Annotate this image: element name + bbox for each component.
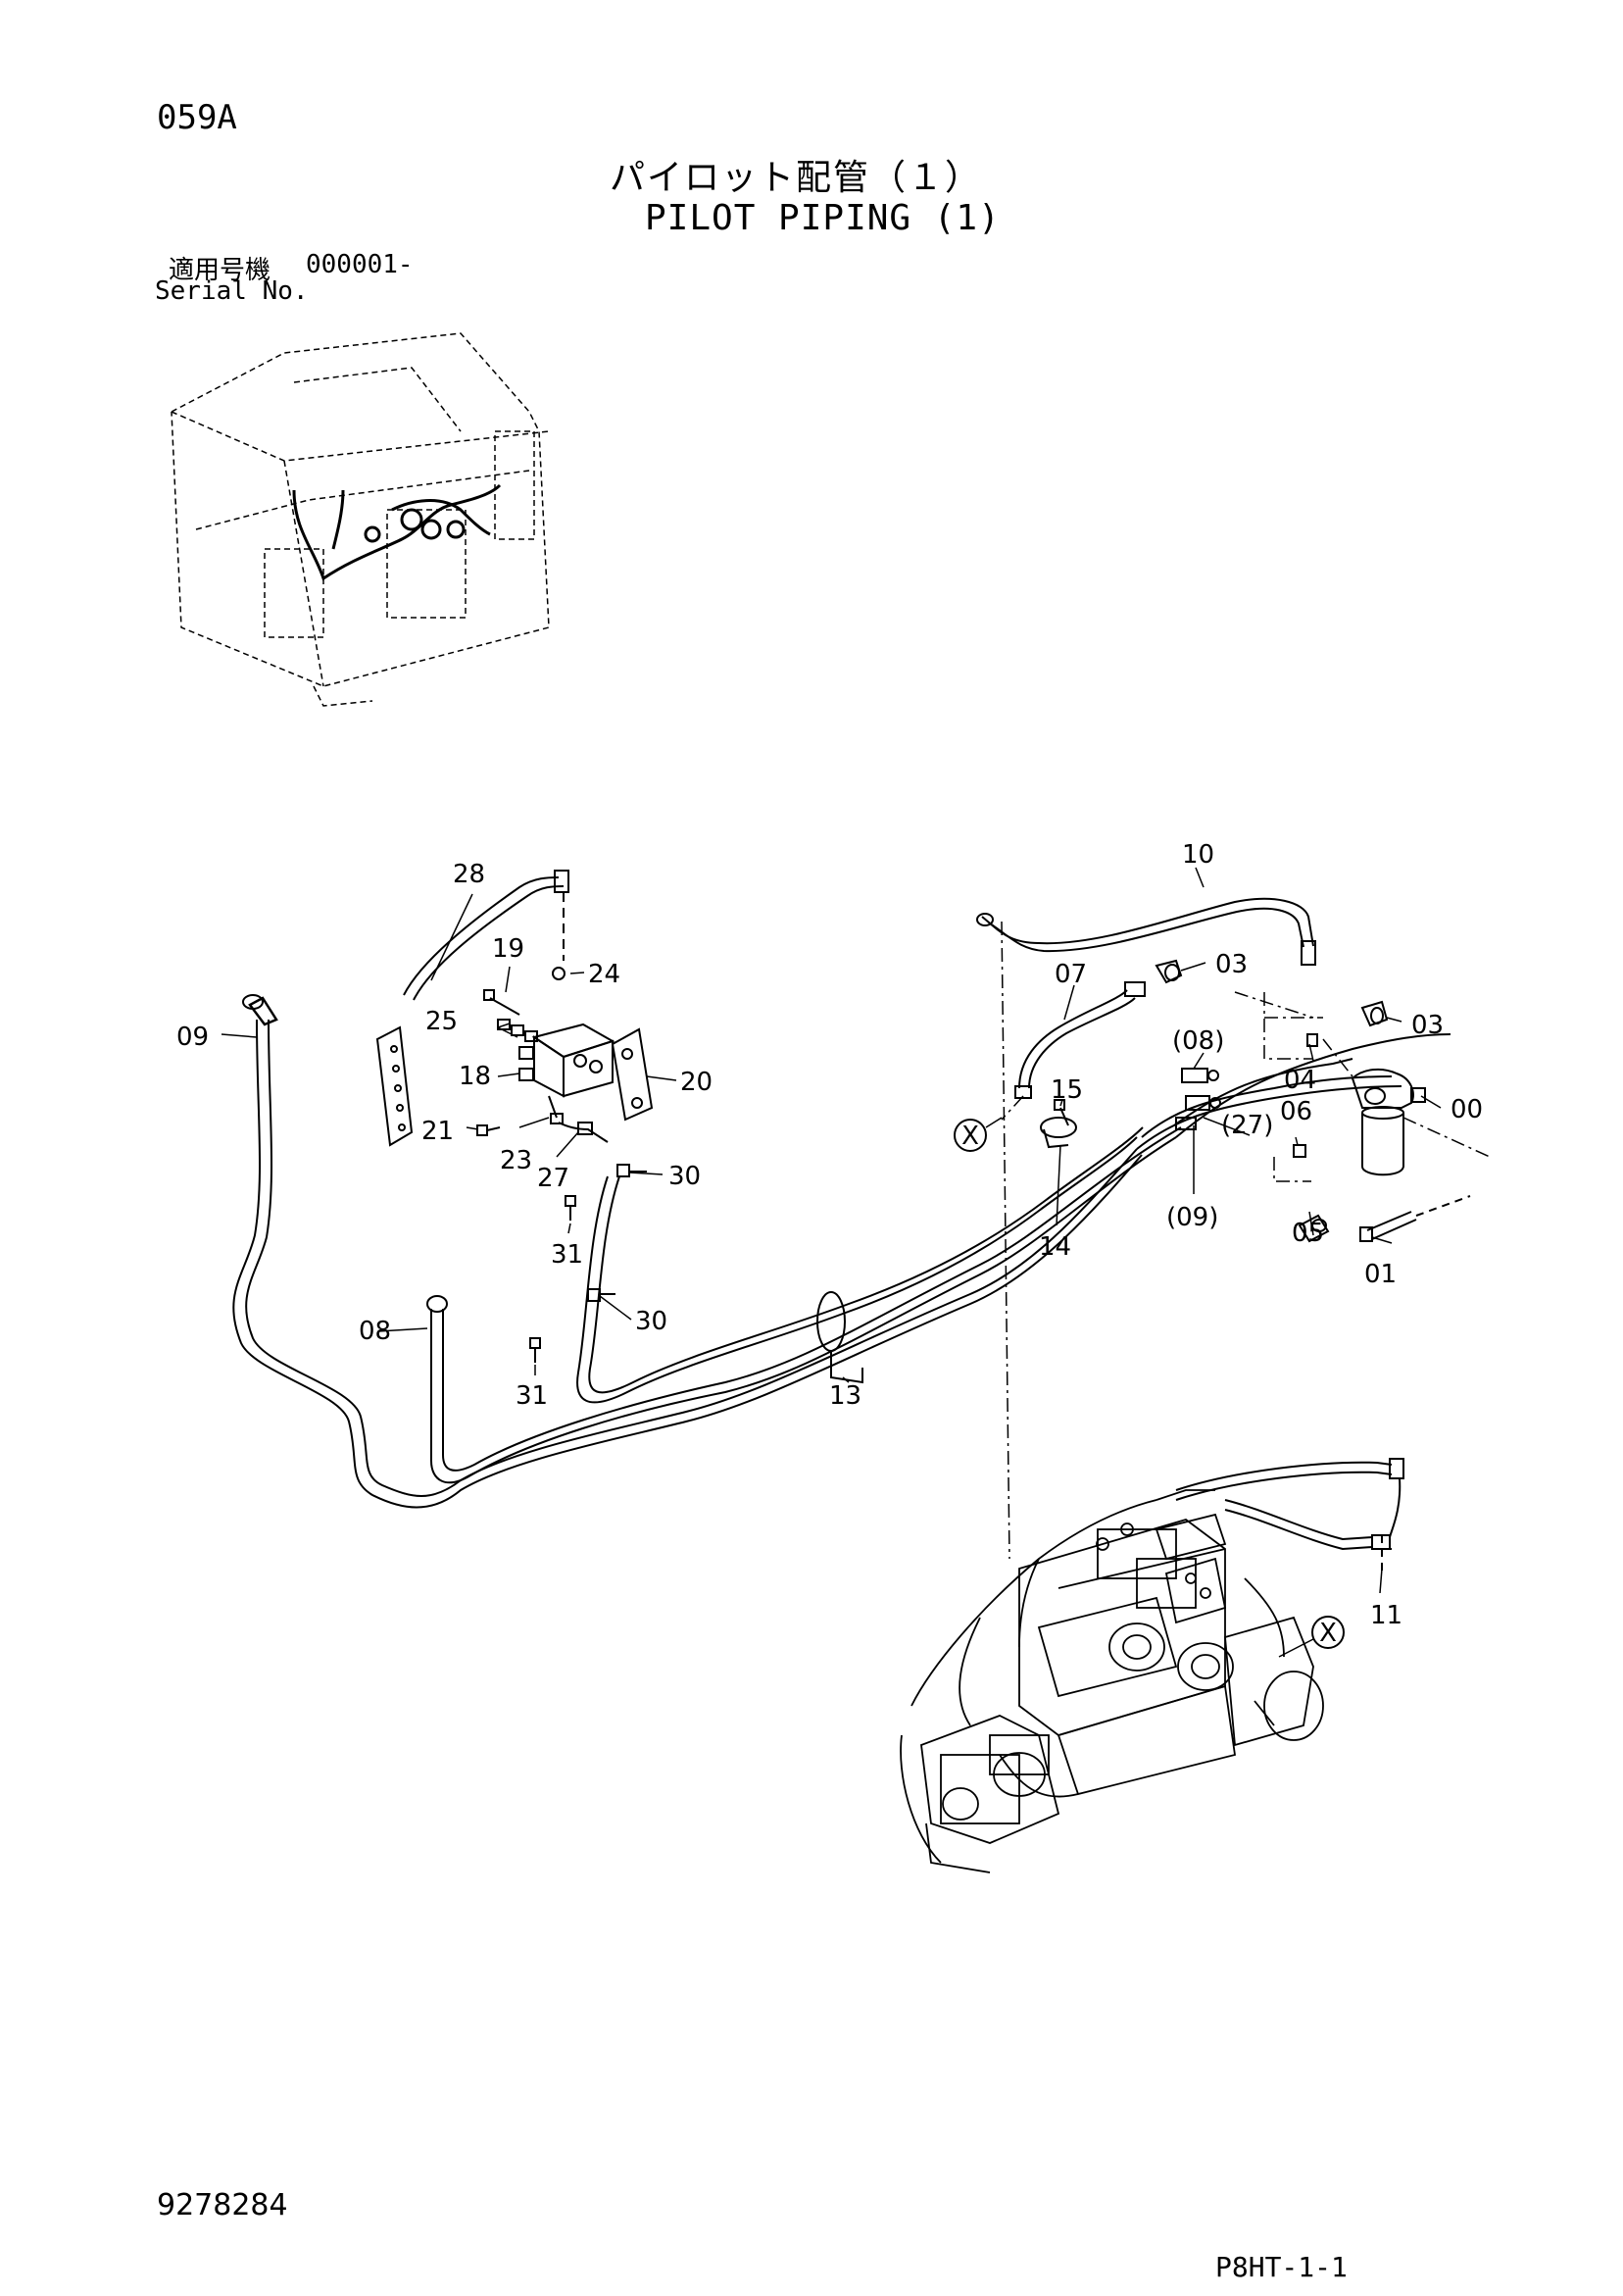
callout-18: 18 <box>459 1062 491 1091</box>
callout-leaders <box>221 867 1442 1594</box>
hose-10 <box>976 897 1316 966</box>
assembly-leader-lines <box>1001 921 1491 1560</box>
callout-24: 24 <box>588 960 620 989</box>
page-reference: P8HT-1-1 <box>1215 2251 1348 2283</box>
connection-marker-x-2: X <box>1278 1616 1345 1658</box>
callout-01: 01 <box>1364 1260 1397 1289</box>
page-title-japanese: パイロット配管（１） <box>610 158 983 198</box>
page-title-english: PILOT PIPING (1) <box>645 198 1001 238</box>
callout-08-ref: (08) <box>1172 1026 1224 1056</box>
callout-20: 20 <box>680 1068 713 1097</box>
pilot-block-18 <box>483 989 615 1124</box>
filter-00 <box>1351 1068 1426 1176</box>
callout-31-upper: 31 <box>551 1240 583 1270</box>
callout-07: 07 <box>1055 960 1087 989</box>
hose-ends-refs <box>1175 1068 1221 1130</box>
callout-25: 25 <box>425 1007 458 1036</box>
callout-08: 08 <box>359 1317 391 1346</box>
elbow-fittings-03 <box>1155 959 1389 1027</box>
callout-14: 14 <box>1039 1232 1071 1262</box>
hose-09 <box>232 994 1143 1509</box>
callout-15: 15 <box>1051 1075 1083 1105</box>
callout-03-left: 03 <box>1215 950 1248 979</box>
serial-label-english: Serial No. <box>155 276 309 306</box>
locator-thumbnail <box>171 332 550 707</box>
callout-30-lower: 30 <box>635 1307 667 1336</box>
document-number: 9278284 <box>157 2188 288 2222</box>
callout-28: 28 <box>453 860 485 889</box>
hose-27-stub <box>558 1122 647 1302</box>
hose-28 <box>403 870 569 1001</box>
serial-value: 000001- <box>306 250 414 279</box>
callout-09: 09 <box>176 1023 209 1052</box>
page-code: 059A <box>157 98 237 137</box>
callout-23: 23 <box>500 1146 532 1175</box>
part-callouts: 09 28 19 24 25 18 20 21 23 27 30 31 08 3… <box>176 840 1483 1630</box>
callout-30-upper: 30 <box>668 1162 701 1191</box>
callout-11: 11 <box>1370 1601 1402 1630</box>
clamp-14 <box>1040 1117 1077 1149</box>
hose-07 <box>1014 981 1146 1099</box>
hose-11 <box>1175 1458 1404 1573</box>
callout-00: 00 <box>1451 1095 1483 1124</box>
svg-text:X: X <box>1319 1619 1337 1648</box>
callout-31-lower: 31 <box>516 1381 548 1411</box>
hose-08 <box>426 1126 1182 1484</box>
connection-marker-x-1: X <box>954 1117 1003 1152</box>
callout-05: 05 <box>1292 1219 1324 1248</box>
callout-09-ref: (09) <box>1166 1203 1218 1232</box>
plate-20 <box>611 1027 654 1122</box>
callout-03-right: 03 <box>1411 1011 1444 1040</box>
bolt-01 <box>1359 1195 1471 1242</box>
bolt-15 <box>1054 1099 1069 1126</box>
callout-04: 04 <box>1284 1066 1316 1095</box>
callout-13: 13 <box>829 1381 861 1411</box>
bolts <box>476 967 576 1363</box>
hose-bundle <box>576 1033 1451 1404</box>
callout-27-ref: (27) <box>1221 1111 1273 1140</box>
hydraulic-pump-unit <box>900 1489 1324 1873</box>
callout-21: 21 <box>421 1117 454 1146</box>
callout-19: 19 <box>492 934 524 964</box>
callout-27: 27 <box>537 1164 569 1193</box>
thumbnail-highlighted-piping <box>292 483 502 581</box>
callout-10: 10 <box>1182 840 1214 870</box>
callout-06: 06 <box>1280 1097 1312 1126</box>
serial-label-japanese: 適用号機 <box>169 256 271 285</box>
svg-text:X: X <box>961 1122 979 1151</box>
bracket-strip <box>375 1025 414 1147</box>
